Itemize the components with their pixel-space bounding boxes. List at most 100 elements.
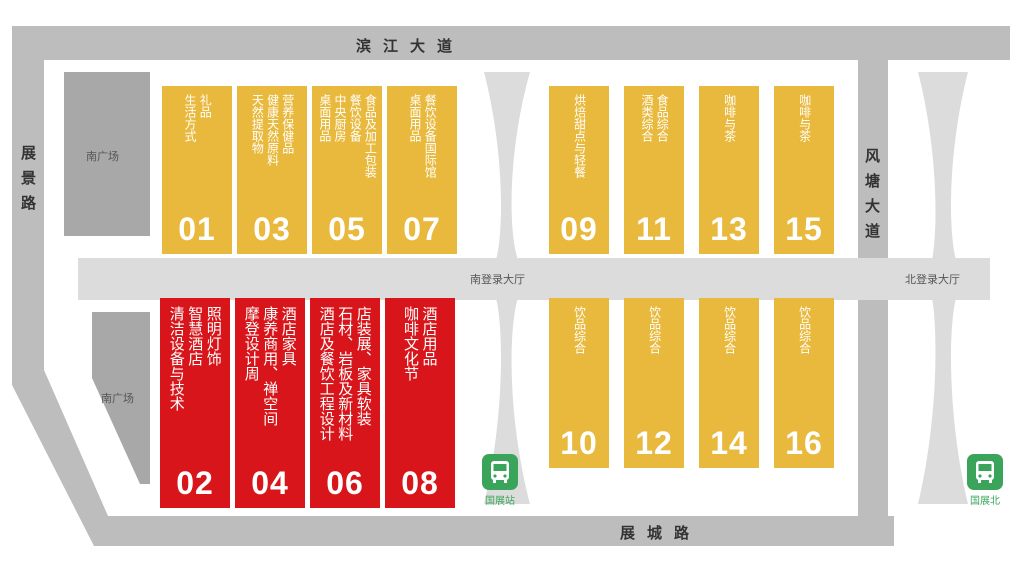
hall-categories: 食品综合酒类综合 [624, 94, 684, 142]
hall-categories: 饮品综合 [549, 306, 609, 354]
hall-11[interactable]: 食品综合酒类综合 11 [624, 86, 684, 254]
hall-09[interactable]: 烘焙甜点与轻餐 09 [549, 86, 609, 254]
north-hall-label: 北登录大厅 [905, 273, 960, 286]
hall-category: 照明灯饰 [204, 306, 223, 366]
hall-04[interactable]: 酒店家具康养商用、禅空间摩登设计周 04 [235, 298, 305, 508]
hall-category: 饮品综合 [722, 306, 737, 354]
west-road [12, 26, 108, 546]
hall-02[interactable]: 照明灯饰智慧酒店清洁设备与技术 02 [160, 298, 230, 508]
hall-categories: 照明灯饰智慧酒店清洁设备与技术 [160, 306, 230, 411]
hall-category: 摩登设计周 [242, 306, 261, 381]
station-name: 国展北 [970, 496, 1000, 507]
hall-number: 16 [785, 425, 823, 461]
hall-10[interactable]: 饮品综合 10 [549, 298, 609, 468]
hall-category: 酒类综合 [640, 94, 654, 142]
hall-number: 12 [635, 425, 673, 461]
hall-16[interactable]: 饮品综合 16 [774, 298, 834, 468]
hall-number: 11 [636, 211, 672, 247]
station-guozhan[interactable]: 国展站 [470, 454, 530, 507]
east-road-label: 风塘大道 [863, 148, 881, 248]
north-road [12, 26, 1010, 60]
hall-categories: 咖啡与茶 [774, 94, 834, 142]
hall-categories: 酒店用品咖啡文化节 [385, 306, 455, 381]
hall-13[interactable]: 咖啡与茶 13 [699, 86, 759, 254]
hall-category: 酒店及餐饮工程设计 [317, 306, 336, 441]
hall-05[interactable]: 食品及加工包装餐饮设备中央厨房桌面用品 05 [312, 86, 382, 254]
north-road-label: 滨江大道 [356, 37, 465, 55]
hall-number: 15 [785, 211, 823, 247]
hall-number: 13 [710, 211, 748, 247]
hall-category: 咖啡与茶 [722, 94, 737, 142]
hall-category: 生活方式 [183, 94, 197, 142]
hall-06[interactable]: 店装展、家具软装石材、岩板及新材料酒店及餐饮工程设计 06 [310, 298, 380, 508]
hall-category: 食品及加工包装 [363, 94, 378, 178]
hall-03[interactable]: 营养保健品健康天然原料天然提取物 03 [237, 86, 307, 254]
hall-categories: 食品及加工包装餐饮设备中央厨房桌面用品 [312, 94, 382, 178]
hall-number: 10 [560, 425, 598, 461]
hall-08[interactable]: 酒店用品咖啡文化节 08 [385, 298, 455, 508]
south-plaza-lower [92, 312, 150, 484]
main-corridor [78, 258, 990, 300]
hall-category: 饮品综合 [572, 306, 587, 354]
station-guozhanbei[interactable]: 国展北 [955, 454, 1013, 507]
hall-number: 08 [401, 465, 439, 501]
hall-category: 餐饮设备 [348, 94, 363, 142]
south-road [94, 516, 894, 546]
hall-category: 酒店用品 [420, 306, 439, 366]
hall-categories: 饮品综合 [699, 306, 759, 354]
hall-category: 烘焙甜点与轻餐 [572, 94, 587, 178]
hall-number: 09 [560, 211, 598, 247]
hall-number: 03 [253, 211, 291, 247]
hall-category: 饮品综合 [647, 306, 662, 354]
station-name: 国展站 [485, 496, 515, 507]
hall-category: 店装展、家具软装 [354, 306, 373, 426]
middle-connector [484, 72, 530, 504]
hall-category: 天然提取物 [250, 94, 265, 154]
hall-number: 05 [328, 211, 366, 247]
hall-07[interactable]: 餐饮设备国际馆桌面用品 07 [387, 86, 457, 254]
hall-category: 咖啡与茶 [797, 94, 812, 142]
hall-12[interactable]: 饮品综合 12 [624, 298, 684, 468]
hall-category: 石材、岩板及新材料 [336, 306, 355, 441]
hall-categories: 酒店家具康养商用、禅空间摩登设计周 [235, 306, 305, 426]
hall-category: 康养商用、禅空间 [261, 306, 280, 426]
hall-number: 04 [251, 465, 289, 501]
hall-category: 饮品综合 [797, 306, 812, 354]
hall-category: 中央厨房 [333, 94, 347, 142]
hall-number: 07 [403, 211, 441, 247]
hall-category: 食品综合 [655, 94, 670, 142]
west-road-label: 展景路 [19, 145, 37, 220]
hall-categories: 餐饮设备国际馆桌面用品 [387, 94, 457, 178]
hall-categories: 饮品综合 [774, 306, 834, 354]
hall-15[interactable]: 咖啡与茶 15 [774, 86, 834, 254]
hall-category: 桌面用品 [317, 94, 332, 142]
east-connector [918, 72, 968, 504]
hall-categories: 烘焙甜点与轻餐 [549, 94, 609, 178]
hall-category: 咖啡文化节 [402, 306, 420, 381]
south-road-label: 展城路 [620, 524, 702, 542]
hall-category: 健康天然原料 [265, 94, 280, 166]
hall-categories: 营养保健品健康天然原料天然提取物 [237, 94, 307, 166]
hall-14[interactable]: 饮品综合 14 [699, 298, 759, 468]
bus-icon [967, 454, 1003, 490]
bus-icon [482, 454, 518, 490]
hall-number: 14 [710, 425, 748, 461]
hall-category: 智慧酒店 [186, 306, 205, 366]
hall-number: 06 [326, 465, 364, 501]
south-hall-label: 南登录大厅 [470, 273, 525, 286]
hall-category: 营养保健品 [280, 94, 295, 154]
hall-category: 桌面用品 [408, 94, 422, 142]
hall-01[interactable]: 礼品生活方式 01 [162, 86, 232, 254]
hall-category: 餐饮设备国际馆 [423, 94, 438, 178]
hall-categories: 礼品生活方式 [162, 94, 232, 142]
south-plaza-upper-label: 南广场 [86, 150, 119, 163]
hall-categories: 饮品综合 [624, 306, 684, 354]
hall-category: 清洁设备与技术 [167, 306, 186, 411]
south-plaza-lower-label: 南广场 [101, 392, 134, 405]
hall-category: 酒店家具 [279, 306, 298, 366]
hall-number: 02 [176, 465, 214, 501]
hall-number: 01 [178, 211, 216, 247]
hall-categories: 咖啡与茶 [699, 94, 759, 142]
